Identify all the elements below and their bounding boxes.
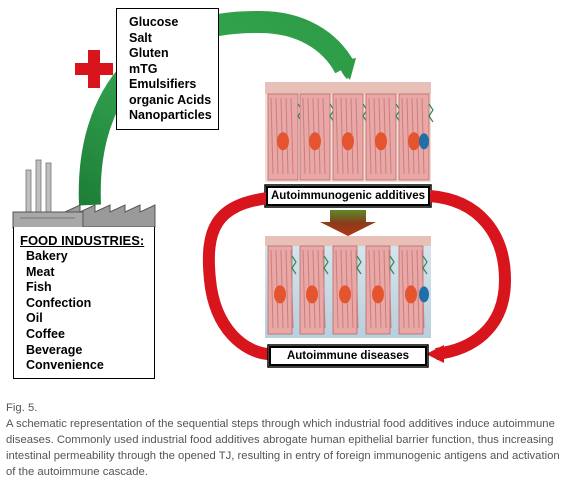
cell-nucleus [309,132,321,151]
cell-striation [355,249,359,329]
green-arrow-head-icon [336,58,356,80]
down-arrow-icon [320,210,376,236]
cell-striation [406,97,410,175]
additive-item: organic Acids [129,92,212,107]
cell-nucleus [372,285,384,304]
cell-striation [340,97,344,175]
epithelium-leaky-panel [265,236,431,338]
additive-item: Nanoparticles [129,108,212,122]
cell-striation [307,97,311,175]
tight-junction-icon [389,255,395,275]
cell-striation [355,97,359,175]
additive-item: Gluten [129,46,169,60]
autoimmune-diseases-label: Autoimmune diseases [269,346,427,366]
figure-number: Fig. 5. [6,402,38,414]
autoimmunogenic-additives-label: Autoimmunogenic additives [266,186,430,206]
food-industry-item: Coffee [26,326,65,341]
food-industry-item: Bakery [26,249,68,263]
tight-junction-icon [323,255,329,275]
cell-striation [290,97,294,175]
caption-text: A schematic representation of the sequen… [6,418,560,478]
cell-nucleus [375,132,387,151]
tight-junction-icon [356,255,362,275]
tight-junction-icon [428,103,434,123]
tight-junction-icon [329,103,335,123]
cell-nucleus [277,132,289,151]
immune-cell [419,286,429,303]
food-industry-item: Fish [26,280,52,295]
cell-striation [302,97,306,175]
cell-striation [270,97,274,175]
cell-striation [322,97,326,175]
additive-item: Emulsifiers [129,77,197,91]
cell-nucleus [306,285,318,304]
cell-striation [416,249,420,329]
cell-striation [401,249,405,329]
food-industry-item: Confection [26,295,92,310]
cell-nucleus [339,285,351,304]
factory-icon [12,159,156,229]
cell-striation [368,97,372,175]
cell-striation [317,249,321,329]
additive-item: Glucose [129,15,179,29]
cell-striation [302,249,306,329]
red-plus-icon [75,50,113,88]
tight-junction-icon [291,255,297,275]
immune-cell [419,133,429,150]
cell-striation [401,97,405,175]
cell-striation [368,249,372,329]
cell-striation [373,97,377,175]
food-industry-item: Beverage [26,342,83,357]
cell-striation [285,249,289,329]
cell-striation [383,249,387,329]
cell-striation [322,249,326,329]
diagram-canvas [12,10,512,368]
figure-caption: Fig. 5. A schematic representation of th… [6,400,566,480]
additive-item: mTG [129,61,158,76]
food-industries-title: FOOD INDUSTRIES: [20,233,145,248]
cell-nucleus [408,132,420,151]
cell-striation [275,97,279,175]
cell-striation [388,97,392,175]
epithelium-tight-panel [265,82,434,182]
cell-striation [335,249,339,329]
cell-nucleus [274,285,286,304]
cell-nucleus [342,132,354,151]
cell-striation [388,249,392,329]
food-industry-item: Oil [26,311,43,326]
tight-junction-icon [395,103,401,123]
cell-striation [335,97,339,175]
tight-junction-icon [362,103,368,123]
cell-nucleus [405,285,417,304]
red-cycle-right-arrow [429,190,512,360]
cell-striation [290,249,294,329]
food-industry-item: Convenience [26,358,104,373]
tight-junction-icon [422,255,428,275]
cell-striation [350,249,354,329]
cell-striation [270,249,274,329]
additive-item: Salt [129,30,152,45]
red-cycle-left-arrow [202,192,269,360]
food-industry-item: Meat [26,264,55,279]
